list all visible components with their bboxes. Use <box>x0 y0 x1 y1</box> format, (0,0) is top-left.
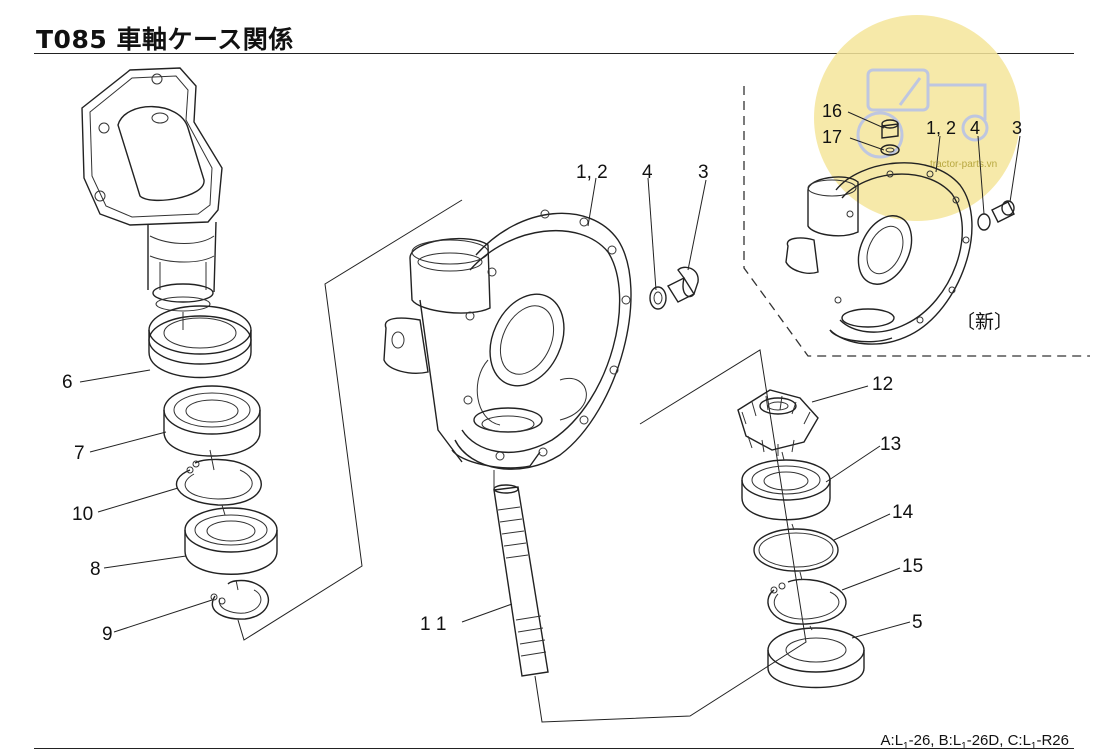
callout-7: 7 <box>74 443 85 464</box>
title-divider <box>34 53 1074 54</box>
watermark-logo: tractor-parts.vn <box>814 15 1020 221</box>
callout-11: 1 1 <box>420 614 446 635</box>
oil-seal-5 <box>767 627 865 689</box>
callout-1-2-new: 1, 2 <box>926 118 956 138</box>
page-title: T085 車軸ケース関係 <box>36 25 294 54</box>
circlip-9 <box>210 579 270 620</box>
model-a-label: A:L <box>880 732 904 749</box>
callout-9: 9 <box>102 624 113 645</box>
callout-10: 10 <box>72 504 93 525</box>
callout-5: 5 <box>912 612 923 633</box>
model-a-tail: -26, <box>908 732 935 749</box>
ball-bearing-13 <box>741 459 831 521</box>
callout-4: 4 <box>642 162 653 183</box>
callout-17: 17 <box>822 127 842 147</box>
callout-8: 8 <box>90 559 101 580</box>
bevel-gear-12 <box>737 389 819 456</box>
model-b-tail: -26D, <box>966 732 1004 749</box>
model-a-sub: 1 <box>903 741 909 752</box>
plug-16 <box>881 119 899 139</box>
callout-3: 3 <box>698 162 709 183</box>
callout-14: 14 <box>892 502 914 523</box>
callout-4-new: 4 <box>970 118 980 138</box>
drain-plug-3 <box>666 266 699 303</box>
ball-bearing-7 <box>163 385 261 457</box>
snap-ring-10 <box>175 458 262 506</box>
axle-case <box>383 209 632 470</box>
washer-4 <box>649 286 667 310</box>
model-c-sub: 1 <box>1030 741 1037 752</box>
washer-4-new <box>977 213 991 231</box>
axle-case-new-type <box>785 162 973 345</box>
oil-seal-6 <box>148 305 252 379</box>
callout-6: 6 <box>62 372 73 393</box>
callout-13: 13 <box>880 434 901 455</box>
callout-15: 15 <box>902 556 923 577</box>
callout-1-2: 1, 2 <box>576 162 608 183</box>
model-b-sub: 1 <box>961 741 967 752</box>
leader-lines <box>79 111 1021 639</box>
new-type-tag: 〔新〕 <box>956 311 1013 333</box>
callout-12: 12 <box>872 374 893 395</box>
callout-3-new: 3 <box>1012 118 1022 138</box>
washer-17 <box>880 144 900 156</box>
model-b-label: B:L <box>938 732 962 749</box>
snap-ring-15 <box>767 578 847 625</box>
model-c-label: C:L <box>1007 732 1031 749</box>
bottom-divider <box>34 748 1074 749</box>
watermark-text: tractor-parts.vn <box>930 159 997 170</box>
model-c-tail: -R26 <box>1036 732 1069 749</box>
ball-bearing-8 <box>184 507 278 575</box>
shaft-11 <box>493 484 549 677</box>
drain-plug-3-new <box>991 200 1015 223</box>
ring-14 <box>753 528 839 572</box>
model-applicability-note: A:L1-26, B:L1-26D, C:L1-R26 <box>881 732 1069 752</box>
upper-housing <box>81 67 223 312</box>
callout-16: 16 <box>822 101 842 121</box>
